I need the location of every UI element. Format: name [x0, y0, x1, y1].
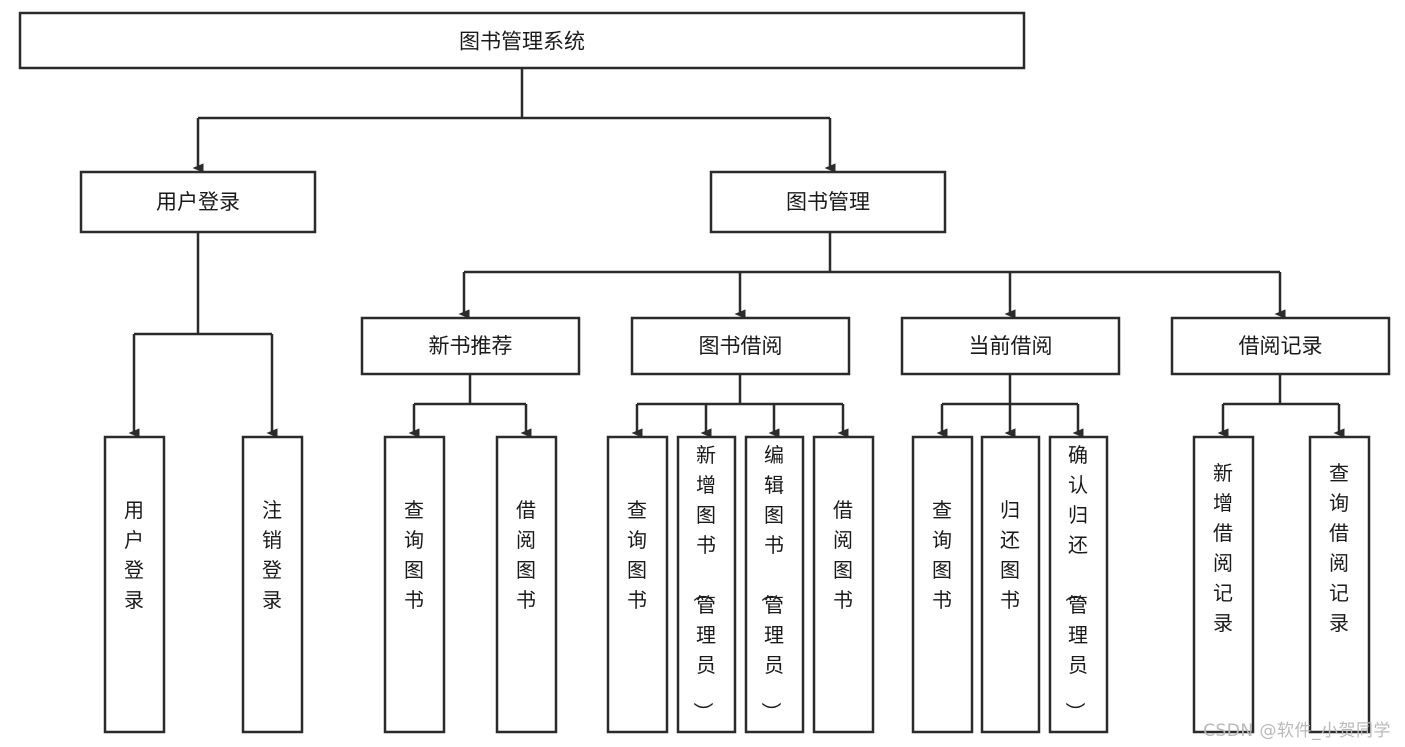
connector-layer	[128, 68, 1345, 438]
node-user-login[interactable]: 用户登录	[79, 170, 317, 234]
leaf-node[interactable]: 借阅图书	[812, 435, 875, 734]
leaf-label: 编辑图书（管理员）	[759, 443, 784, 722]
leaf-node[interactable]: 编辑图书（管理员）	[744, 435, 805, 734]
leaf-box[interactable]	[1048, 435, 1109, 734]
leaf-box[interactable]	[1308, 435, 1371, 734]
leaf-node[interactable]: 新增借阅记录	[1192, 435, 1255, 734]
leaf-node[interactable]: 查询借阅记录	[1308, 435, 1371, 734]
leaf-node[interactable]: 借阅图书	[495, 435, 558, 734]
leaf-box[interactable]	[383, 435, 446, 734]
current-borrow-label: 当前借阅	[969, 334, 1053, 358]
leaf-box[interactable]	[980, 435, 1041, 734]
node-new-book-recommend[interactable]: 新书推荐	[360, 316, 581, 376]
user-login-label: 用户登录	[156, 190, 240, 214]
leaf-box[interactable]	[495, 435, 558, 734]
leaf-label: 借阅图书	[833, 498, 853, 612]
leaf-label: 注销登录	[262, 498, 282, 612]
leaf-node[interactable]: 查询图书	[606, 435, 669, 734]
leaf-node[interactable]: 新增图书（管理员）	[676, 435, 737, 734]
watermark-label: CSDN @软件_小贺同学	[1203, 721, 1391, 741]
leaf-label: 借阅图书	[516, 498, 536, 612]
leaf-label: 查询图书	[404, 498, 424, 612]
leaf-box[interactable]	[676, 435, 737, 734]
leaf-box[interactable]	[241, 435, 304, 734]
node-book-borrow[interactable]: 图书借阅	[630, 316, 851, 376]
leaf-node[interactable]: 查询图书	[383, 435, 446, 734]
leaf-node[interactable]: 归还图书	[980, 435, 1041, 734]
leaf-label: 归还图书	[1000, 498, 1020, 612]
book-borrow-label: 图书借阅	[699, 334, 783, 358]
node-current-borrow[interactable]: 当前借阅	[900, 316, 1121, 376]
leaf-label: 查询图书	[932, 498, 952, 612]
book-management-label: 图书管理	[786, 190, 870, 214]
new-book-recommend-label: 新书推荐	[429, 334, 513, 358]
borrow-record-box[interactable]	[1170, 316, 1391, 376]
leaf-box[interactable]	[911, 435, 974, 734]
leaf-label: 查询借阅记录	[1329, 461, 1349, 635]
leaf-node[interactable]: 确认归还（管理员）	[1048, 435, 1109, 734]
leaf-label: 查询图书	[627, 498, 647, 612]
leaf-box[interactable]	[606, 435, 669, 734]
node-borrow-record[interactable]: 借阅记录	[1170, 316, 1391, 376]
leaf-node[interactable]: 用户登录	[103, 435, 166, 734]
book-management-box[interactable]	[709, 170, 947, 234]
leaf-box[interactable]	[812, 435, 875, 734]
user-login-box[interactable]	[79, 170, 317, 234]
leaf-box[interactable]	[744, 435, 805, 734]
borrow-record-label: 借阅记录	[1239, 334, 1323, 358]
new-book-recommend-box[interactable]	[360, 316, 581, 376]
root-box[interactable]	[18, 11, 1026, 70]
leaf-node[interactable]: 注销登录	[241, 435, 304, 734]
leaf-node[interactable]: 查询图书	[911, 435, 974, 734]
leaf-label: 新增借阅记录	[1213, 461, 1233, 635]
leaf-label: 确认归还（管理员）	[1063, 443, 1088, 722]
node-book-management[interactable]: 图书管理	[709, 170, 947, 234]
root-label: 图书管理系统	[459, 30, 585, 54]
node-root-system[interactable]: 图书管理系统	[18, 11, 1026, 70]
leaf-box[interactable]	[1192, 435, 1255, 734]
leaf-label: 用户登录	[124, 498, 144, 612]
book-borrow-box[interactable]	[630, 316, 851, 376]
leaf-label: 新增图书（管理员）	[691, 443, 716, 722]
current-borrow-box[interactable]	[900, 316, 1121, 376]
leaf-box[interactable]	[103, 435, 166, 734]
